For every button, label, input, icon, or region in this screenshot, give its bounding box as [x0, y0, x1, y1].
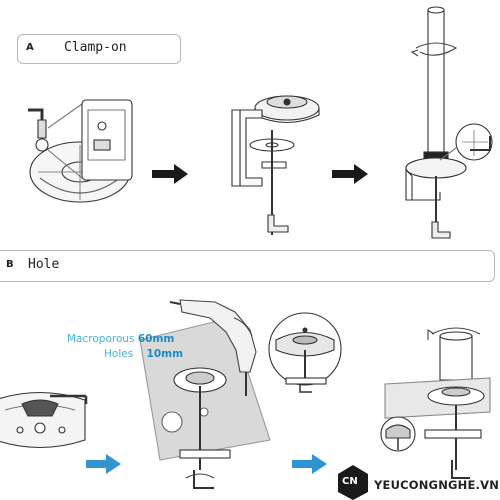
section-b-letter: B [6, 259, 14, 270]
watermark-logo-letters: CN [342, 476, 358, 487]
hole-note-value-1: 60mm [137, 333, 175, 345]
hole-note-value-2: 10mm [146, 348, 184, 360]
pole-through-desk-figure [380, 327, 491, 479]
arrow-right-icon [86, 454, 121, 474]
pole-on-clamp-figure [405, 6, 493, 239]
c-clamp-figure [231, 95, 320, 235]
base-hex-key-figure [0, 391, 88, 449]
watermark-logo [338, 465, 368, 500]
arrow-right-icon [292, 454, 327, 474]
hole-note-line-2: Holes 10mm [104, 348, 183, 360]
drilled-panel-figure [139, 299, 271, 489]
hole-note-text-2: Holes [104, 348, 134, 360]
section-a-letter: A [26, 42, 34, 53]
hole-note-text-1: Macroporous [67, 333, 135, 345]
section-a-title: Clamp-on [64, 40, 127, 55]
hole-note-line-1: Macroporous 60mm [67, 333, 174, 345]
arrow-right-icon [332, 164, 368, 184]
watermark-text: YEUCONGNGHE.VN [374, 478, 500, 492]
section-b-title: Hole [28, 257, 60, 272]
clamp-base-hex-key-figure [28, 99, 133, 203]
arrow-right-icon [152, 164, 188, 184]
section-a-header [17, 34, 181, 64]
mount-detail-figure [268, 312, 342, 393]
section-b-header [0, 250, 495, 282]
